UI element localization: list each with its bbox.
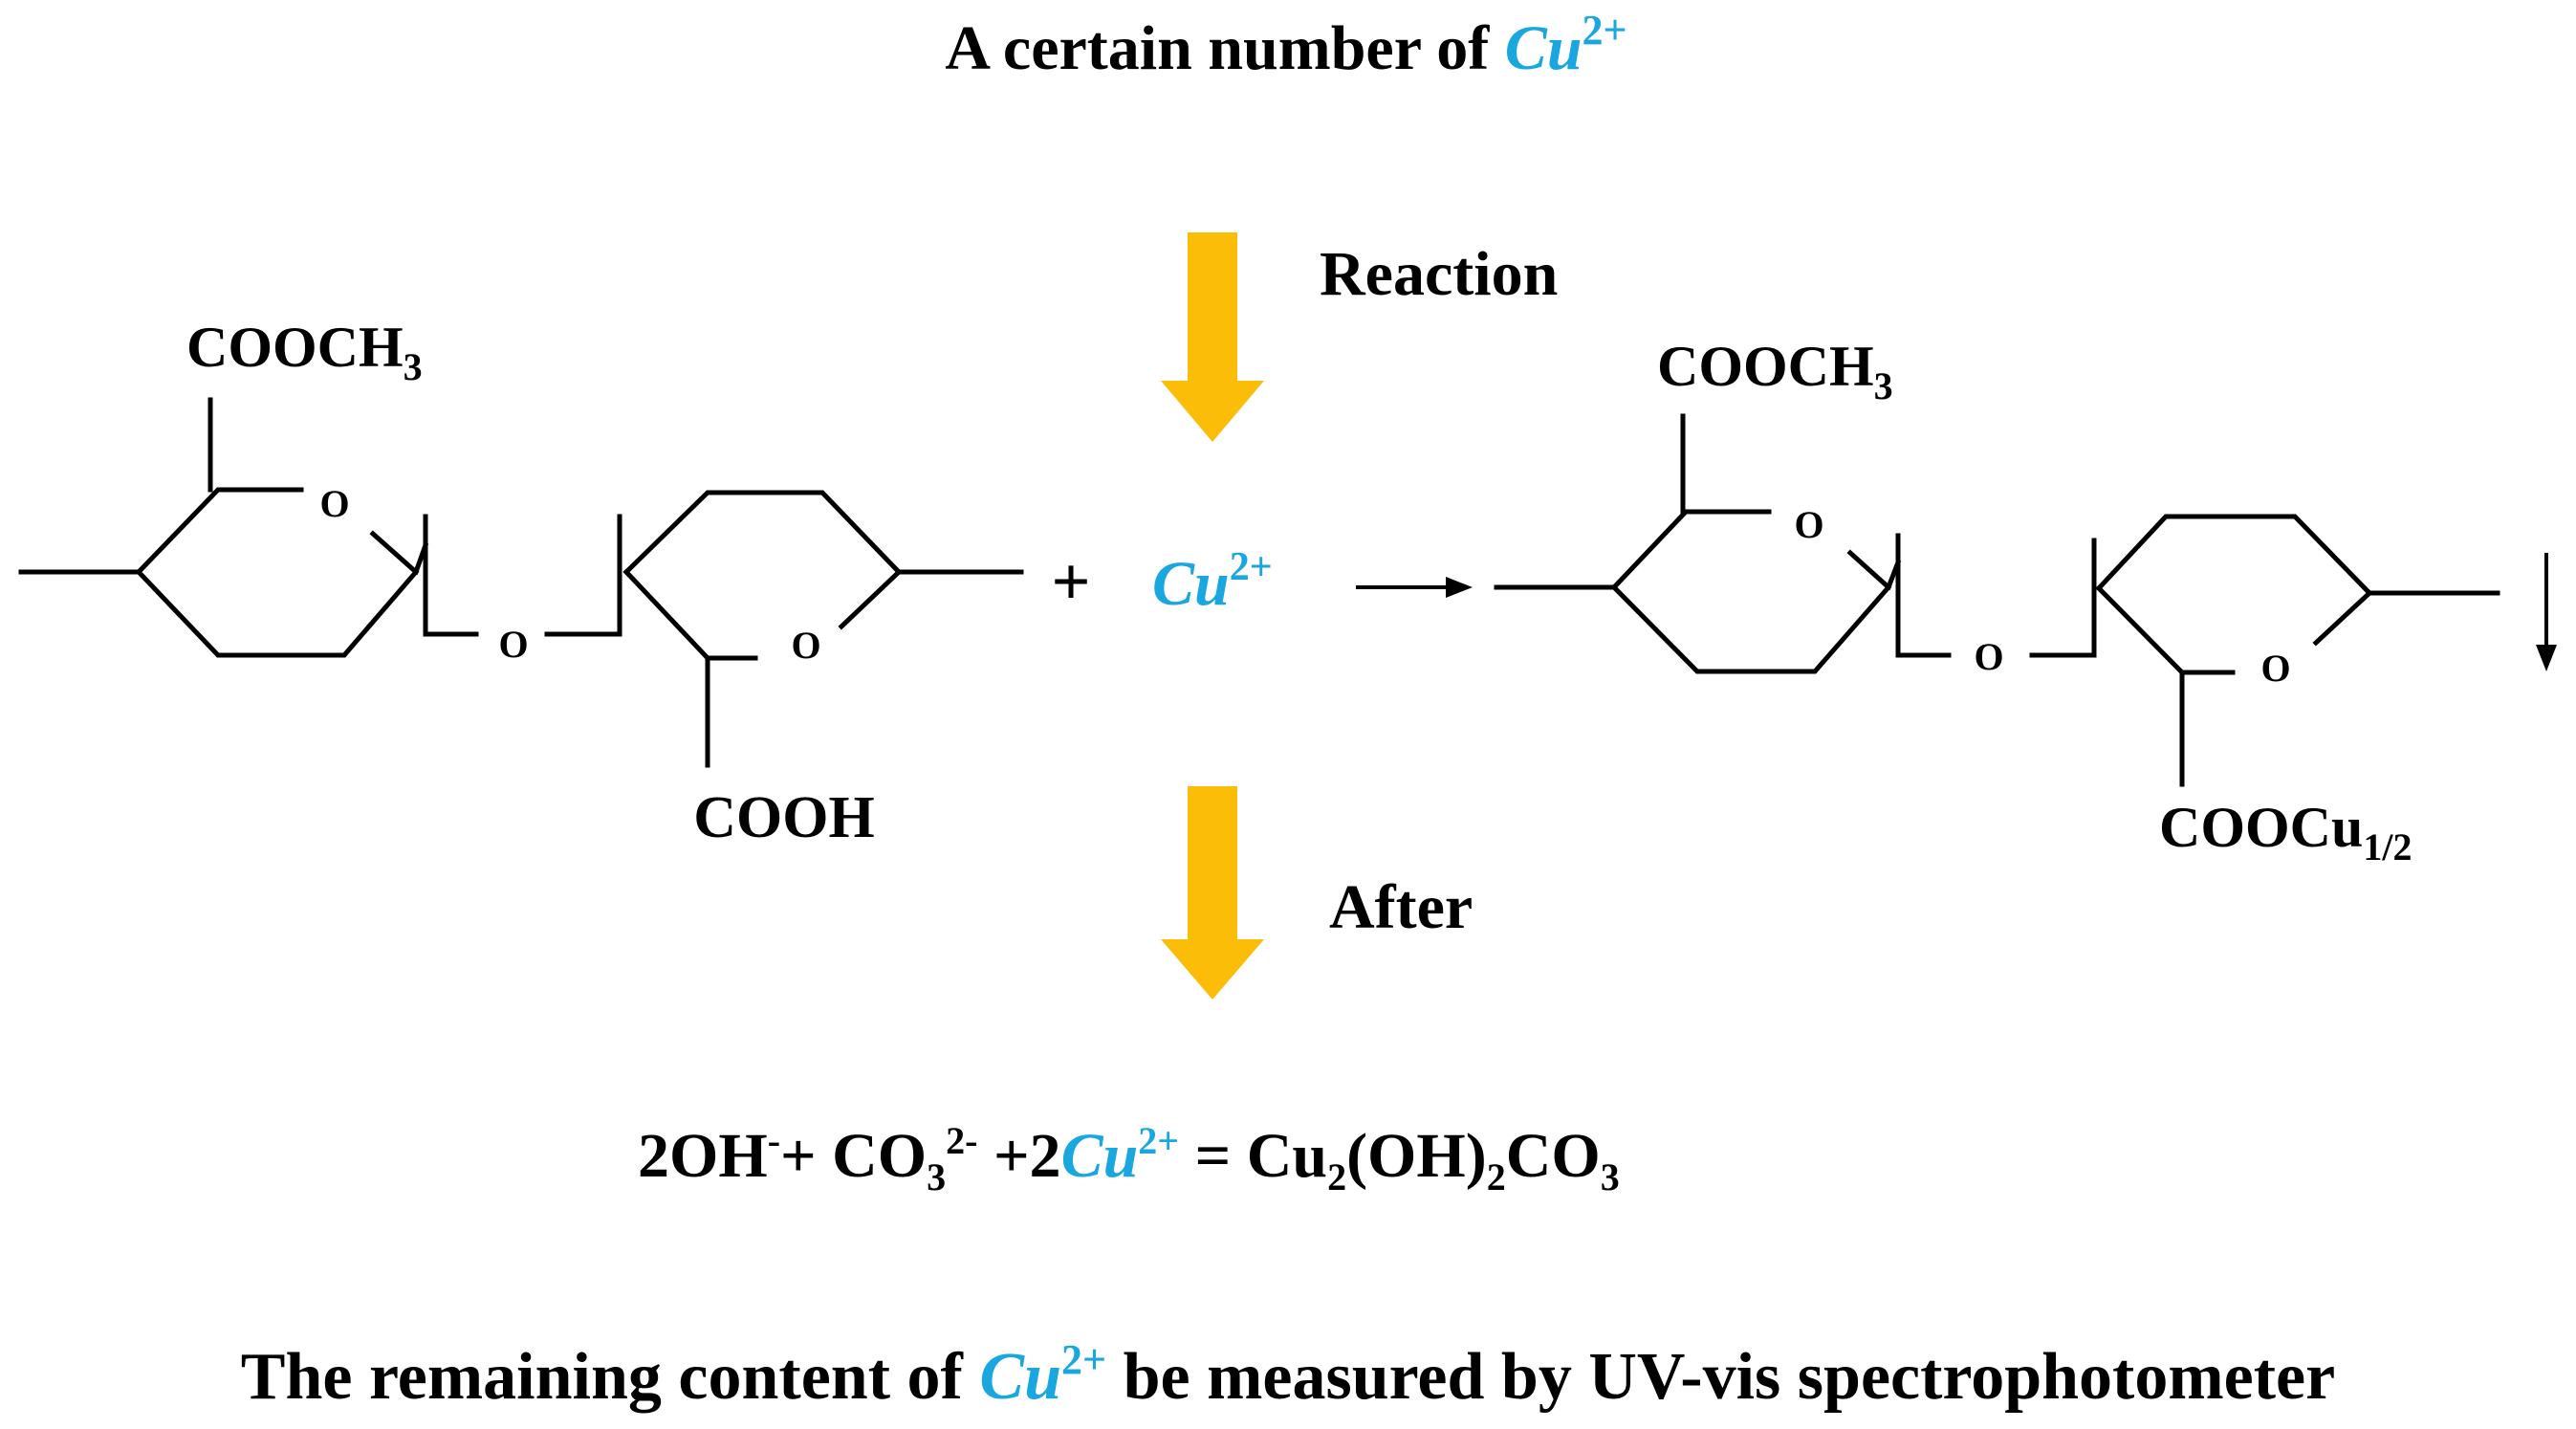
after-label: After bbox=[1329, 872, 1473, 942]
reactant-structure: COOCH3 O O O COOH bbox=[18, 316, 1024, 850]
reactant-bridge-o: O bbox=[498, 623, 528, 666]
product-ring-o-left: O bbox=[1794, 503, 1823, 546]
reagent-ion: Cu2+ bbox=[1152, 545, 1273, 619]
reactant-bridge-right bbox=[544, 514, 622, 637]
product-ring-right-top bbox=[2095, 514, 2500, 596]
reactant-ring-right-bottom-left bbox=[622, 568, 758, 661]
product-structure: COOCH3 O O O COOCu1/2 bbox=[1494, 335, 2500, 868]
precipitation-equation: 2OH-+ CO32- +2Cu2+ = Cu2(OH)2CO3 bbox=[638, 1119, 1620, 1198]
reaction-arrow-black-icon bbox=[1356, 577, 1473, 598]
reactant-ring-o-right: O bbox=[791, 624, 820, 667]
reactant-ring-o-left: O bbox=[319, 482, 349, 525]
header-ion-charge: 2+ bbox=[1583, 7, 1627, 54]
reactant-ring-left-top bbox=[18, 487, 304, 575]
plus-sign: + bbox=[1051, 543, 1090, 620]
header-text: A certain number of Cu2+ bbox=[945, 7, 1626, 83]
header-prefix: A certain number of bbox=[945, 13, 1504, 83]
header-ion: Cu bbox=[1505, 13, 1583, 83]
reactant-ring-right-top bbox=[622, 490, 1024, 576]
reactant-ring-right-bottom-right bbox=[838, 568, 903, 630]
product-bridge-left bbox=[1895, 533, 1952, 658]
product-bridge-right bbox=[2029, 538, 2097, 658]
reactant-bottom-group: COOH bbox=[693, 785, 874, 850]
product-bridge-o: O bbox=[1974, 635, 2003, 678]
product-bottom-group: COOCu1/2 bbox=[2159, 796, 2412, 868]
after-arrow-icon bbox=[1161, 786, 1264, 1000]
product-ring-o-right: O bbox=[2260, 647, 2290, 690]
precipitate-arrow-icon bbox=[2536, 553, 2557, 671]
reaction-arrow-icon bbox=[1161, 232, 1264, 442]
reactant-ring-left-bottom bbox=[135, 530, 420, 658]
product-ring-left-bottom bbox=[1610, 549, 1892, 674]
product-ring-left-top bbox=[1494, 509, 1772, 590]
reactant-bridge-left bbox=[423, 514, 479, 637]
footer-text: The remaining content of Cu2+ be measure… bbox=[241, 1336, 2335, 1414]
product-ring-right-bottom-right bbox=[2312, 589, 2373, 647]
product-top-group: COOCH3 bbox=[1657, 335, 1893, 407]
reaction-label: Reaction bbox=[1320, 239, 1558, 309]
reactant-top-group: COOCH3 bbox=[186, 316, 423, 388]
product-ring-right-bottom-left bbox=[2095, 584, 2236, 675]
